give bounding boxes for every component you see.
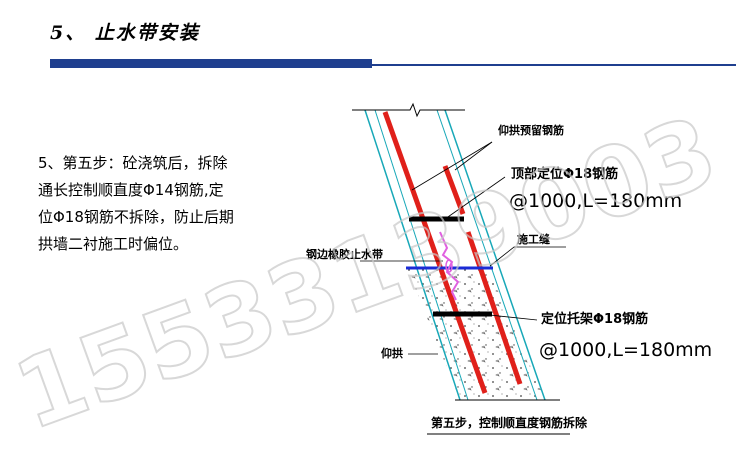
- body-text: 5、第五步：砼浇筑后，拆除 通长控制顺直度Φ14钢筋,定 位Φ18钢筋不拆除，防…: [38, 150, 303, 258]
- title-bar-solid: [50, 59, 372, 68]
- break-line: [352, 102, 465, 118]
- label-invert: 仰拱: [381, 346, 403, 360]
- label-construction-joint: 施工缝: [517, 232, 550, 246]
- body-line: 通长控制顺直度Φ14钢筋,定: [38, 181, 224, 199]
- label-rubber-waterstop: 钢边橡胶止水带: [306, 247, 383, 261]
- rebar-left: [382, 111, 488, 394]
- waterstop-bulb: [445, 259, 453, 273]
- outline-left-inner: [374, 109, 469, 401]
- outline-right-inner: [436, 109, 538, 401]
- label-top-locating-spec: @1000,L=180mm: [509, 190, 682, 212]
- rebar-right-upper: [442, 165, 466, 215]
- leader-construction-joint: [489, 246, 566, 267]
- waterstop-section-diagram: 仰拱预留钢筋 顶部定位Φ18钢筋 @1000,L=180mm 钢边橡胶止水带 施…: [306, 102, 712, 435]
- body-line: 拱墙二衬施工时偏位。: [38, 235, 189, 253]
- title-bar-thin-line: [372, 64, 736, 66]
- label-top-locating-rebar: 顶部定位Φ18钢筋: [511, 166, 618, 182]
- outline-left: [364, 109, 461, 401]
- diagram-caption: 第五步，控制顺直度钢筋拆除: [431, 415, 588, 430]
- leader-invert-reserved-2: [411, 141, 493, 191]
- title-underline-bar: [50, 59, 736, 68]
- label-locating-bracket-rebar: 定位托架Φ18钢筋: [540, 311, 648, 327]
- concrete-invert-fill: [407, 268, 545, 400]
- label-invert-reserved-rebar: 仰拱预留钢筋: [498, 123, 564, 137]
- body-line: 5、第五步：砼浇筑后，拆除: [38, 154, 228, 172]
- outline-right: [444, 109, 546, 401]
- waterstop-shape: [439, 231, 460, 301]
- label-bracket-spec: @1000,L=180mm: [539, 339, 712, 361]
- leader-bracket: [479, 313, 538, 321]
- rebar-right-lower: [465, 231, 523, 385]
- leader-top-locating: [444, 176, 506, 220]
- leader-invert-reserved: [454, 141, 493, 171]
- body-line: 位Φ18钢筋不拆除，防止后期: [38, 208, 234, 226]
- slide-title: 5、 止水带安装: [50, 22, 200, 44]
